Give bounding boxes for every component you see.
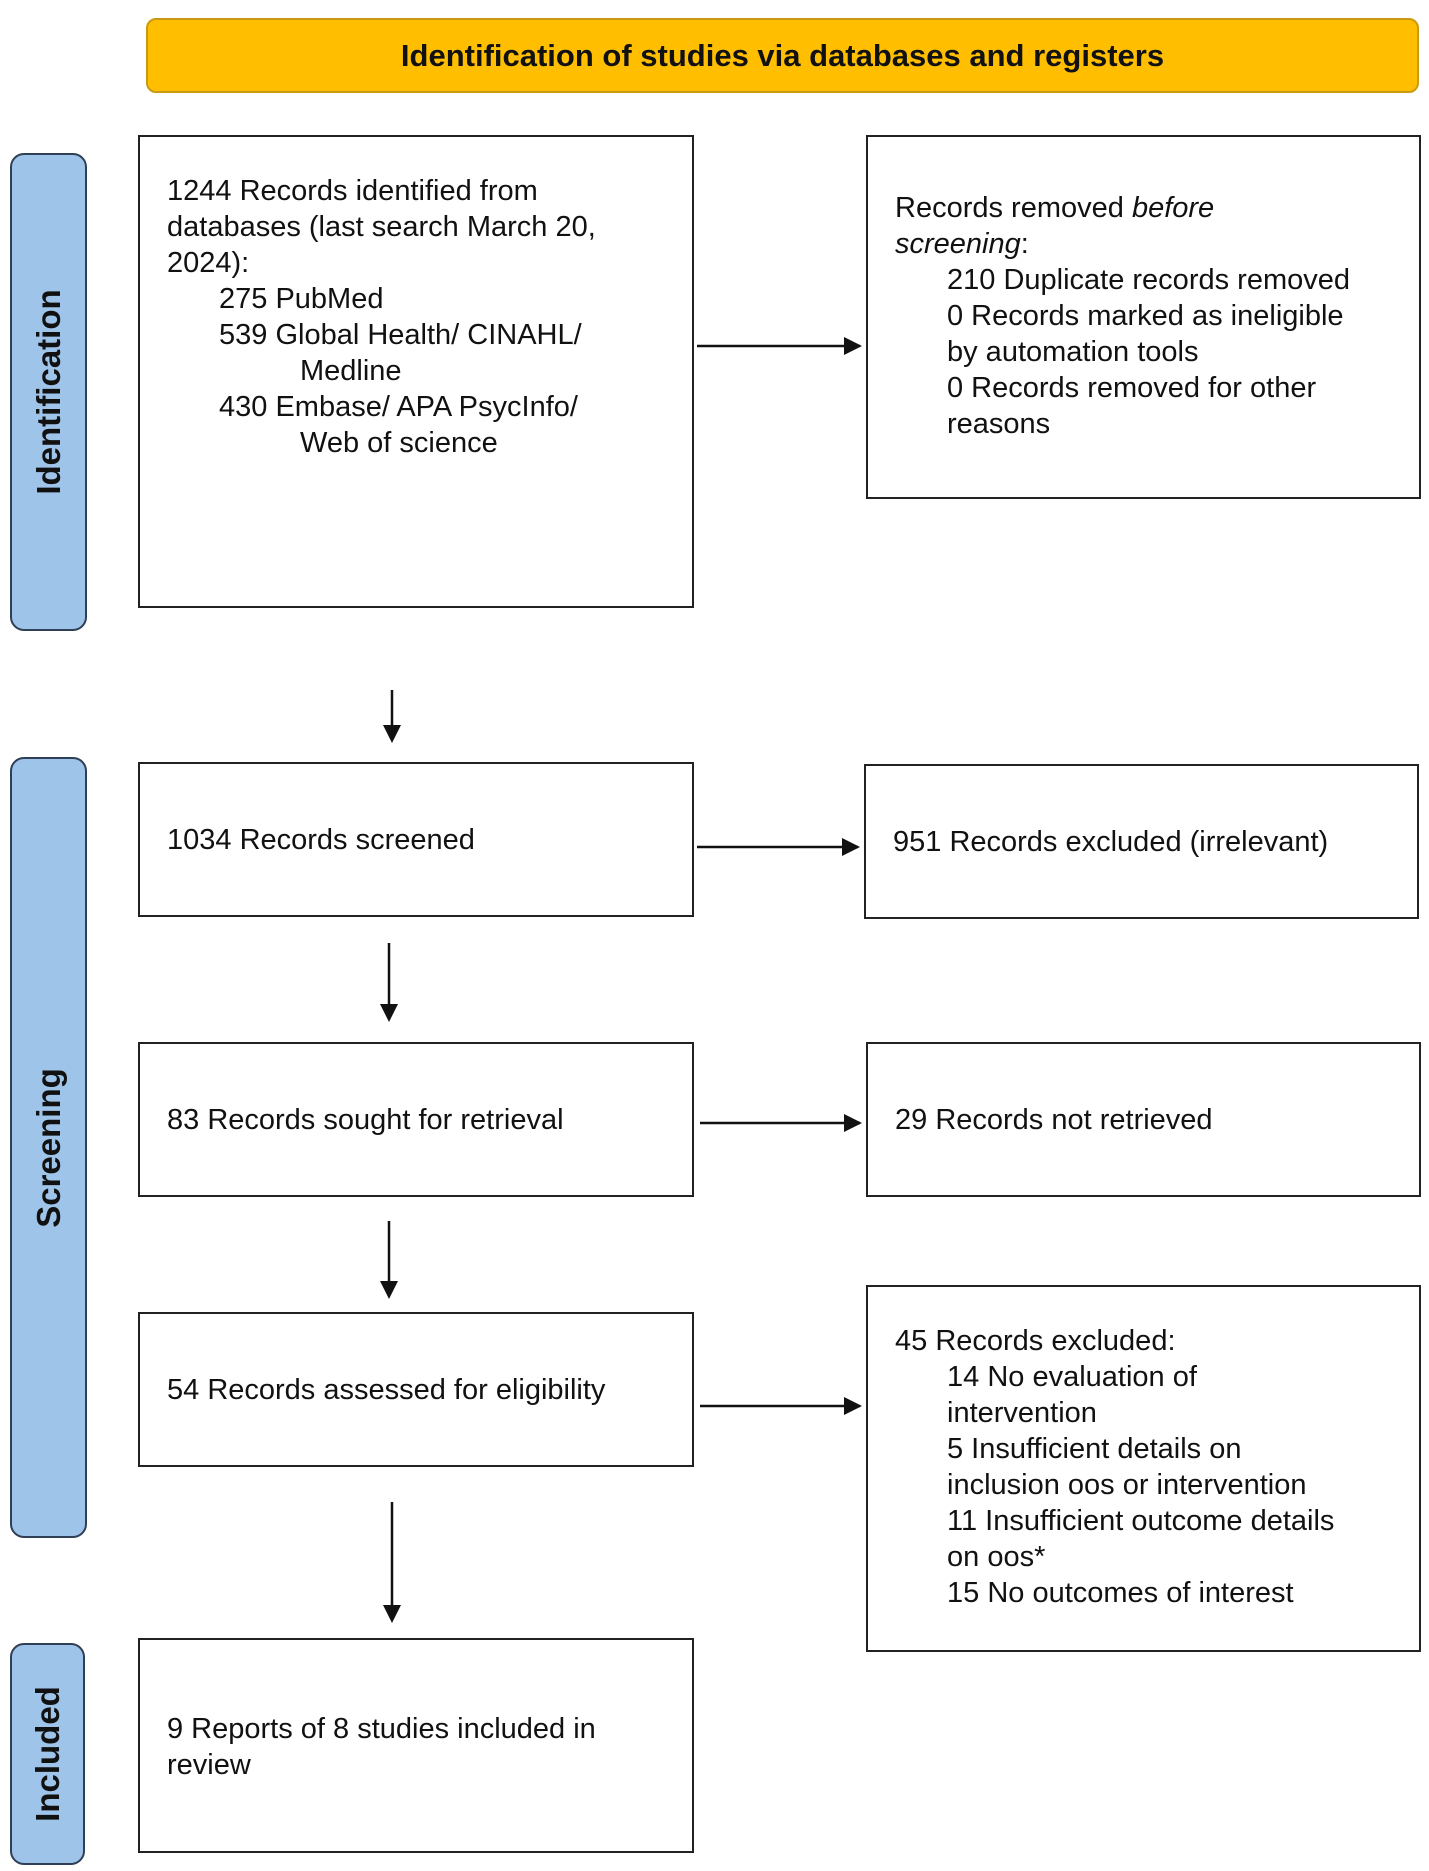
records-screened-box: 1034 Records screened [138, 762, 694, 917]
removed-title-before: before [1131, 192, 1215, 224]
records-excluded-irrelevant-box: 951 Records excluded (irrelevant) [864, 764, 1419, 919]
arrowhead-screened-to-sought [380, 1004, 398, 1022]
identified-line-1: 1244 Records identified from [167, 175, 538, 207]
stage-identification-label: Identification [29, 289, 67, 495]
arrowhead-identified-to-removed [844, 337, 862, 355]
source-global-health: 539 Global Health/ CINAHL/ [219, 319, 582, 351]
arrowhead-assessed-to-included [383, 1605, 401, 1623]
excluded-irrelevant-text: 951 Records excluded (irrelevant) [893, 825, 1329, 858]
source-pubmed: 275 PubMed [219, 283, 384, 315]
reason-insufficient-outcome-b: on oos* [947, 1541, 1046, 1573]
arrowhead-assessed-to-excluded [844, 1397, 862, 1415]
records-sought-box: 83 Records sought for retrieval [138, 1042, 694, 1197]
screened-text: 1034 Records screened [167, 823, 475, 856]
removed-title-screening: screening [895, 228, 1021, 260]
removed-automation-a: 0 Records marked as ineligible [947, 300, 1344, 332]
header-title: Identification of studies via databases … [146, 18, 1419, 93]
records-assessed-box: 54 Records assessed for eligibility [138, 1312, 694, 1467]
not-retrieved-text: 29 Records not retrieved [895, 1103, 1213, 1136]
arrowhead-screened-to-excluded [842, 838, 860, 856]
source-web-of-science: Web of science [300, 427, 498, 459]
reason-no-evaluation-a: 14 No evaluation of [947, 1361, 1197, 1393]
stage-included: Included [10, 1643, 85, 1865]
removed-automation-b: by automation tools [947, 336, 1199, 368]
removed-title-a: Records removed [895, 192, 1132, 224]
included-line-2: review [167, 1749, 251, 1781]
included-line-1: 9 Reports of 8 studies included in [167, 1713, 596, 1745]
reason-no-outcomes: 15 No outcomes of interest [947, 1577, 1294, 1609]
included-review-box: 9 Reports of 8 studies included in revie… [138, 1638, 694, 1853]
excluded-reasons-title: 45 Records excluded: [895, 1325, 1176, 1357]
stage-screening: Screening [10, 757, 87, 1538]
records-not-retrieved-box: 29 Records not retrieved [866, 1042, 1421, 1197]
reason-insufficient-details-b: inclusion oos or intervention [947, 1469, 1307, 1501]
records-identified-box: 1244 Records identified from databases (… [138, 135, 694, 608]
sought-text: 83 Records sought for retrieval [167, 1103, 564, 1136]
identified-line-3: 2024): [167, 247, 250, 279]
removed-title-line-1: Records removed before [895, 190, 1407, 226]
arrowhead-sought-to-not-retrieved [844, 1114, 862, 1132]
records-excluded-reasons-box: 45 Records excluded: 14 No evaluation of… [866, 1285, 1421, 1652]
reason-no-evaluation-b: intervention [947, 1397, 1097, 1429]
reason-insufficient-details-a: 5 Insufficient details on [947, 1433, 1242, 1465]
records-removed-box: Records removed before screening: 210 Du… [866, 135, 1421, 499]
identified-line-2: databases (last search March 20, [167, 211, 596, 243]
removed-other-b: reasons [947, 408, 1051, 440]
source-medline: Medline [300, 355, 402, 387]
removed-title-colon: : [1020, 228, 1029, 260]
stage-included-label: Included [28, 1686, 66, 1822]
assessed-text: 54 Records assessed for eligibility [167, 1373, 606, 1406]
stage-screening-label: Screening [29, 1067, 67, 1228]
arrowhead-identified-to-screened [383, 725, 401, 743]
arrowhead-sought-to-assessed [380, 1281, 398, 1299]
reason-insufficient-outcome-a: 11 Insufficient outcome details [947, 1505, 1335, 1537]
removed-other-a: 0 Records removed for other [947, 372, 1317, 404]
stage-identification: Identification [10, 153, 87, 631]
removed-title-line-2: screening: [895, 226, 1407, 262]
source-embase: 430 Embase/ APA PsycInfo/ [219, 391, 578, 423]
removed-duplicates: 210 Duplicate records removed [947, 264, 1350, 296]
